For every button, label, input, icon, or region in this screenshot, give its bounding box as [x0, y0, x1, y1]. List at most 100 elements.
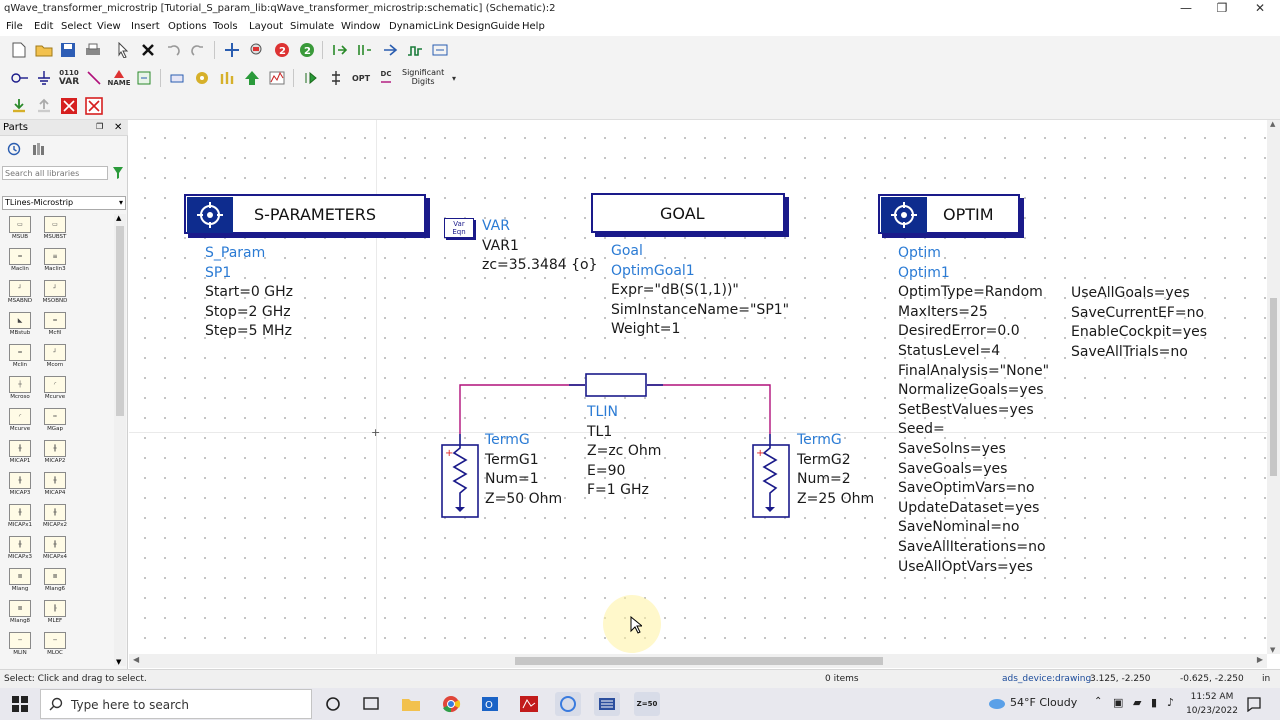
pop-hierarchy-icon[interactable] — [355, 40, 375, 60]
insert-ground-icon[interactable] — [34, 68, 54, 88]
maximize-icon[interactable]: ❐ — [1216, 1, 1228, 15]
library-select[interactable]: TLines-Microstrip ▾ — [2, 196, 126, 210]
ads-app-icon[interactable] — [594, 692, 620, 716]
chevron-up-icon[interactable]: ▲ — [116, 214, 122, 222]
tune-parameters-icon[interactable] — [326, 68, 346, 88]
menu-layout[interactable]: Layout — [249, 21, 283, 32]
palette-item[interactable]: ╫MICAP1 — [4, 440, 36, 472]
palette-item[interactable]: ┘Mcorn — [39, 344, 71, 376]
short-icon[interactable] — [84, 96, 104, 116]
palette-item[interactable]: ═Maclin — [4, 248, 36, 280]
sparameters-component[interactable]: S-PARAMETERS — [184, 194, 426, 234]
chevron-down-icon[interactable]: ▾ — [451, 73, 456, 83]
schematic-canvas[interactable]: + + + S-PARAMETERS — [129, 120, 1267, 654]
palette-item[interactable]: ─MLOC — [39, 632, 71, 664]
menu-help[interactable]: Help — [522, 21, 545, 32]
move-icon[interactable] — [222, 40, 242, 60]
sim-settings-icon[interactable] — [301, 68, 321, 88]
menu-tools[interactable]: Tools — [213, 21, 238, 32]
palette-scroll-thumb[interactable] — [116, 226, 124, 416]
palette-item[interactable]: ╫MICAPx2 — [39, 504, 71, 536]
push-hierarchy-icon[interactable] — [330, 40, 350, 60]
palette-scrollbar[interactable]: ▲ ▼ — [114, 214, 126, 666]
palette-item[interactable]: ═Mcfil — [39, 312, 71, 344]
chevron-up-icon[interactable]: ▲ — [1270, 120, 1276, 128]
palette-item[interactable]: ≣Mlang — [4, 568, 36, 600]
termg1-symbol[interactable]: + — [441, 434, 479, 518]
download-icon[interactable] — [9, 96, 29, 116]
weather-text[interactable]: 54°F Cloudy — [1010, 696, 1078, 709]
simulate-icon[interactable] — [405, 40, 425, 60]
open-folder-icon[interactable] — [34, 40, 54, 60]
palette-item[interactable]: ╫MICAPx3 — [4, 536, 36, 568]
menu-select[interactable]: Select — [61, 21, 92, 32]
chrome-icon[interactable] — [438, 692, 464, 716]
zin-app-icon[interactable]: Z=50 — [634, 692, 660, 716]
minimize-icon[interactable]: — — [1180, 1, 1192, 15]
menu-view[interactable]: View — [97, 21, 121, 32]
menu-dynamiclink[interactable]: DynamicLink — [389, 21, 454, 32]
chevron-down-icon[interactable]: ▼ — [1270, 646, 1276, 654]
palette-item[interactable]: ╫MICAP3 — [4, 472, 36, 504]
palette-item[interactable]: ≣Mlang6 — [39, 568, 71, 600]
insert-port-icon[interactable] — [9, 68, 29, 88]
clock[interactable]: 11:52 AM 10/23/2022 — [1186, 690, 1238, 718]
menu-options[interactable]: Options — [168, 21, 207, 32]
volume-icon[interactable]: ♪ — [1167, 696, 1175, 709]
vertical-scroll-thumb[interactable] — [1270, 298, 1277, 476]
parts-icon[interactable] — [217, 68, 237, 88]
termg2-symbol[interactable]: + — [752, 434, 790, 518]
palette-item[interactable]: ═Mclin — [4, 344, 36, 376]
chevron-down-icon[interactable]: ▼ — [116, 658, 122, 666]
wire-left[interactable] — [459, 384, 585, 434]
taskbar-search[interactable]: Type here to search — [40, 689, 312, 719]
menu-simulate[interactable]: Simulate — [290, 21, 335, 32]
palette-item[interactable]: ┘MSABND — [4, 280, 36, 312]
palette-item[interactable]: ╫MICAPx1 — [4, 504, 36, 536]
layout-icon[interactable] — [430, 40, 450, 60]
menu-edit[interactable]: Edit — [34, 21, 54, 32]
goal-component[interactable]: GOAL — [591, 193, 785, 233]
palette-item[interactable]: ≡Maclin3 — [39, 248, 71, 280]
palette-item[interactable]: ≣Mlang8 — [4, 600, 36, 632]
chevron-up-icon[interactable]: ⌃ — [1094, 696, 1103, 707]
var-eqn-icon[interactable]: Var Eqn — [444, 218, 474, 238]
library-icon[interactable] — [32, 142, 46, 159]
palette-item[interactable]: ┘MSOBND — [39, 280, 71, 312]
close-icon[interactable]: ✕ — [1254, 1, 1266, 15]
parts-search-input[interactable] — [2, 166, 108, 180]
palette-item[interactable]: ╫MICAPx4 — [39, 536, 71, 568]
app-running-icon[interactable] — [555, 692, 581, 716]
up-arrow-icon[interactable] — [242, 68, 262, 88]
windows-start-icon[interactable] — [12, 696, 28, 715]
palette-item[interactable]: ╫MICAP2 — [39, 440, 71, 472]
file-explorer-icon[interactable] — [398, 692, 424, 716]
deactivate-icon[interactable] — [59, 96, 79, 116]
save-icon[interactable] — [58, 40, 78, 60]
tune-icon[interactable] — [380, 40, 400, 60]
dc-annotation-icon[interactable]: DC — [376, 68, 396, 88]
print-icon[interactable] — [83, 40, 103, 60]
palette-item[interactable]: ◣MBstub — [4, 312, 36, 344]
undo-icon[interactable] — [163, 40, 183, 60]
horizontal-scroll-thumb[interactable] — [515, 657, 883, 665]
menu-window[interactable]: Window — [341, 21, 381, 32]
chevron-left-icon[interactable]: ◀ — [133, 655, 140, 664]
rotate-icon[interactable] — [167, 68, 187, 88]
matlab-icon[interactable] — [516, 692, 542, 716]
insert-name-icon[interactable]: NAME — [107, 68, 131, 88]
menu-insert[interactable]: Insert — [131, 21, 160, 32]
task-view-icon[interactable] — [358, 692, 384, 716]
insert-wire-icon[interactable] — [84, 68, 104, 88]
insert-component-icon[interactable] — [134, 68, 154, 88]
palette-item[interactable]: ╫MICAP4 — [39, 472, 71, 504]
notifications-icon[interactable] — [1246, 696, 1262, 715]
zoom-out-icon[interactable]: 2 — [272, 40, 292, 60]
cortana-icon[interactable] — [320, 692, 346, 716]
palette-item[interactable]: ─MLIN — [4, 632, 36, 664]
tlin-symbol[interactable] — [569, 373, 663, 397]
generate-layout-icon[interactable] — [192, 68, 212, 88]
palette-item[interactable]: ╟MLEF — [39, 600, 71, 632]
data-display-icon[interactable] — [267, 68, 287, 88]
